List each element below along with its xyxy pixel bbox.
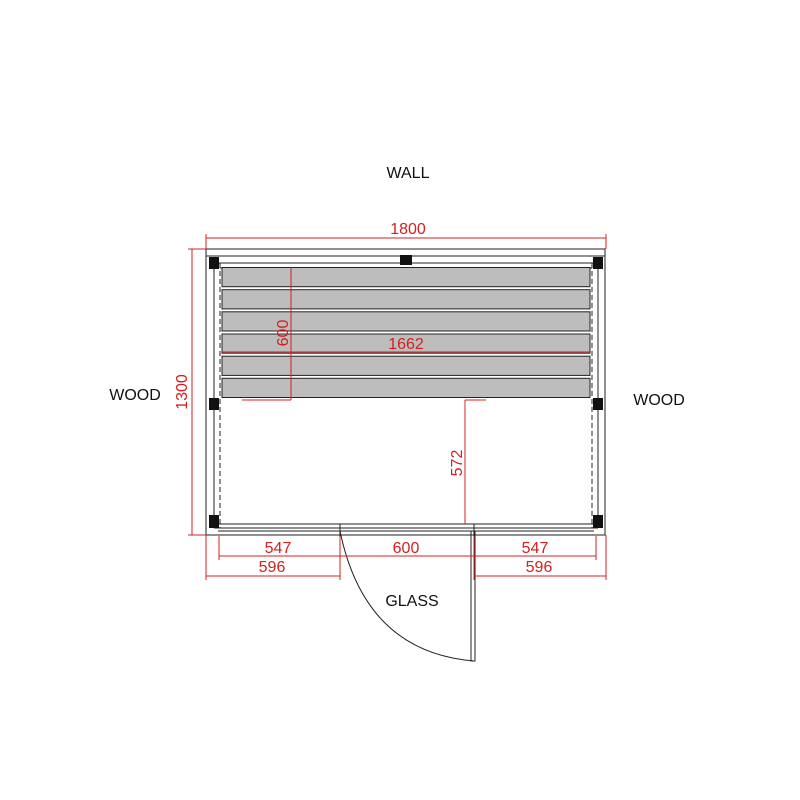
wall-outer-rect bbox=[205, 248, 606, 536]
dimension-lines bbox=[188, 234, 607, 580]
post-front-left bbox=[209, 515, 219, 528]
bench-slat bbox=[221, 289, 591, 310]
dim-bench-depth: 600 bbox=[275, 320, 292, 347]
dim-overall-depth: 1300 bbox=[174, 374, 191, 410]
bench-slat bbox=[221, 267, 591, 288]
wall-labels: WALL WOOD WOOD GLASS bbox=[109, 165, 685, 610]
dim-outer-left: 596 bbox=[259, 559, 286, 576]
door-swing-arc bbox=[339, 530, 475, 662]
wall-posts bbox=[209, 255, 603, 528]
post-back-center bbox=[400, 255, 412, 265]
dim-bench-to-front: 572 bbox=[449, 450, 466, 477]
label-glass: GLASS bbox=[385, 593, 438, 610]
post-mid-right bbox=[593, 398, 603, 410]
bench-slat bbox=[221, 377, 591, 398]
dim-inner-door: 600 bbox=[393, 540, 420, 557]
dim-outer-right: 596 bbox=[526, 559, 553, 576]
dim-overall-width: 1800 bbox=[390, 221, 426, 238]
label-wood-right: WOOD bbox=[633, 392, 685, 409]
bench-slat bbox=[221, 333, 591, 354]
post-back-left bbox=[209, 257, 219, 269]
dimension-labels: 1800 1300 1662 600 572 547 600 547 596 5… bbox=[174, 221, 552, 576]
label-wall: WALL bbox=[387, 165, 430, 182]
post-mid-left bbox=[209, 398, 219, 410]
dim-bench-length: 1662 bbox=[388, 336, 424, 353]
bench-slats bbox=[221, 267, 591, 398]
bench-slat bbox=[221, 355, 591, 376]
bench-slat bbox=[221, 311, 591, 332]
post-front-right bbox=[593, 515, 603, 528]
label-wood-left: WOOD bbox=[109, 387, 161, 404]
glass-door bbox=[339, 524, 476, 662]
cabin-walls bbox=[205, 248, 606, 536]
dim-inner-left: 547 bbox=[265, 540, 292, 557]
post-back-right bbox=[593, 257, 603, 269]
dim-inner-right: 547 bbox=[522, 540, 549, 557]
